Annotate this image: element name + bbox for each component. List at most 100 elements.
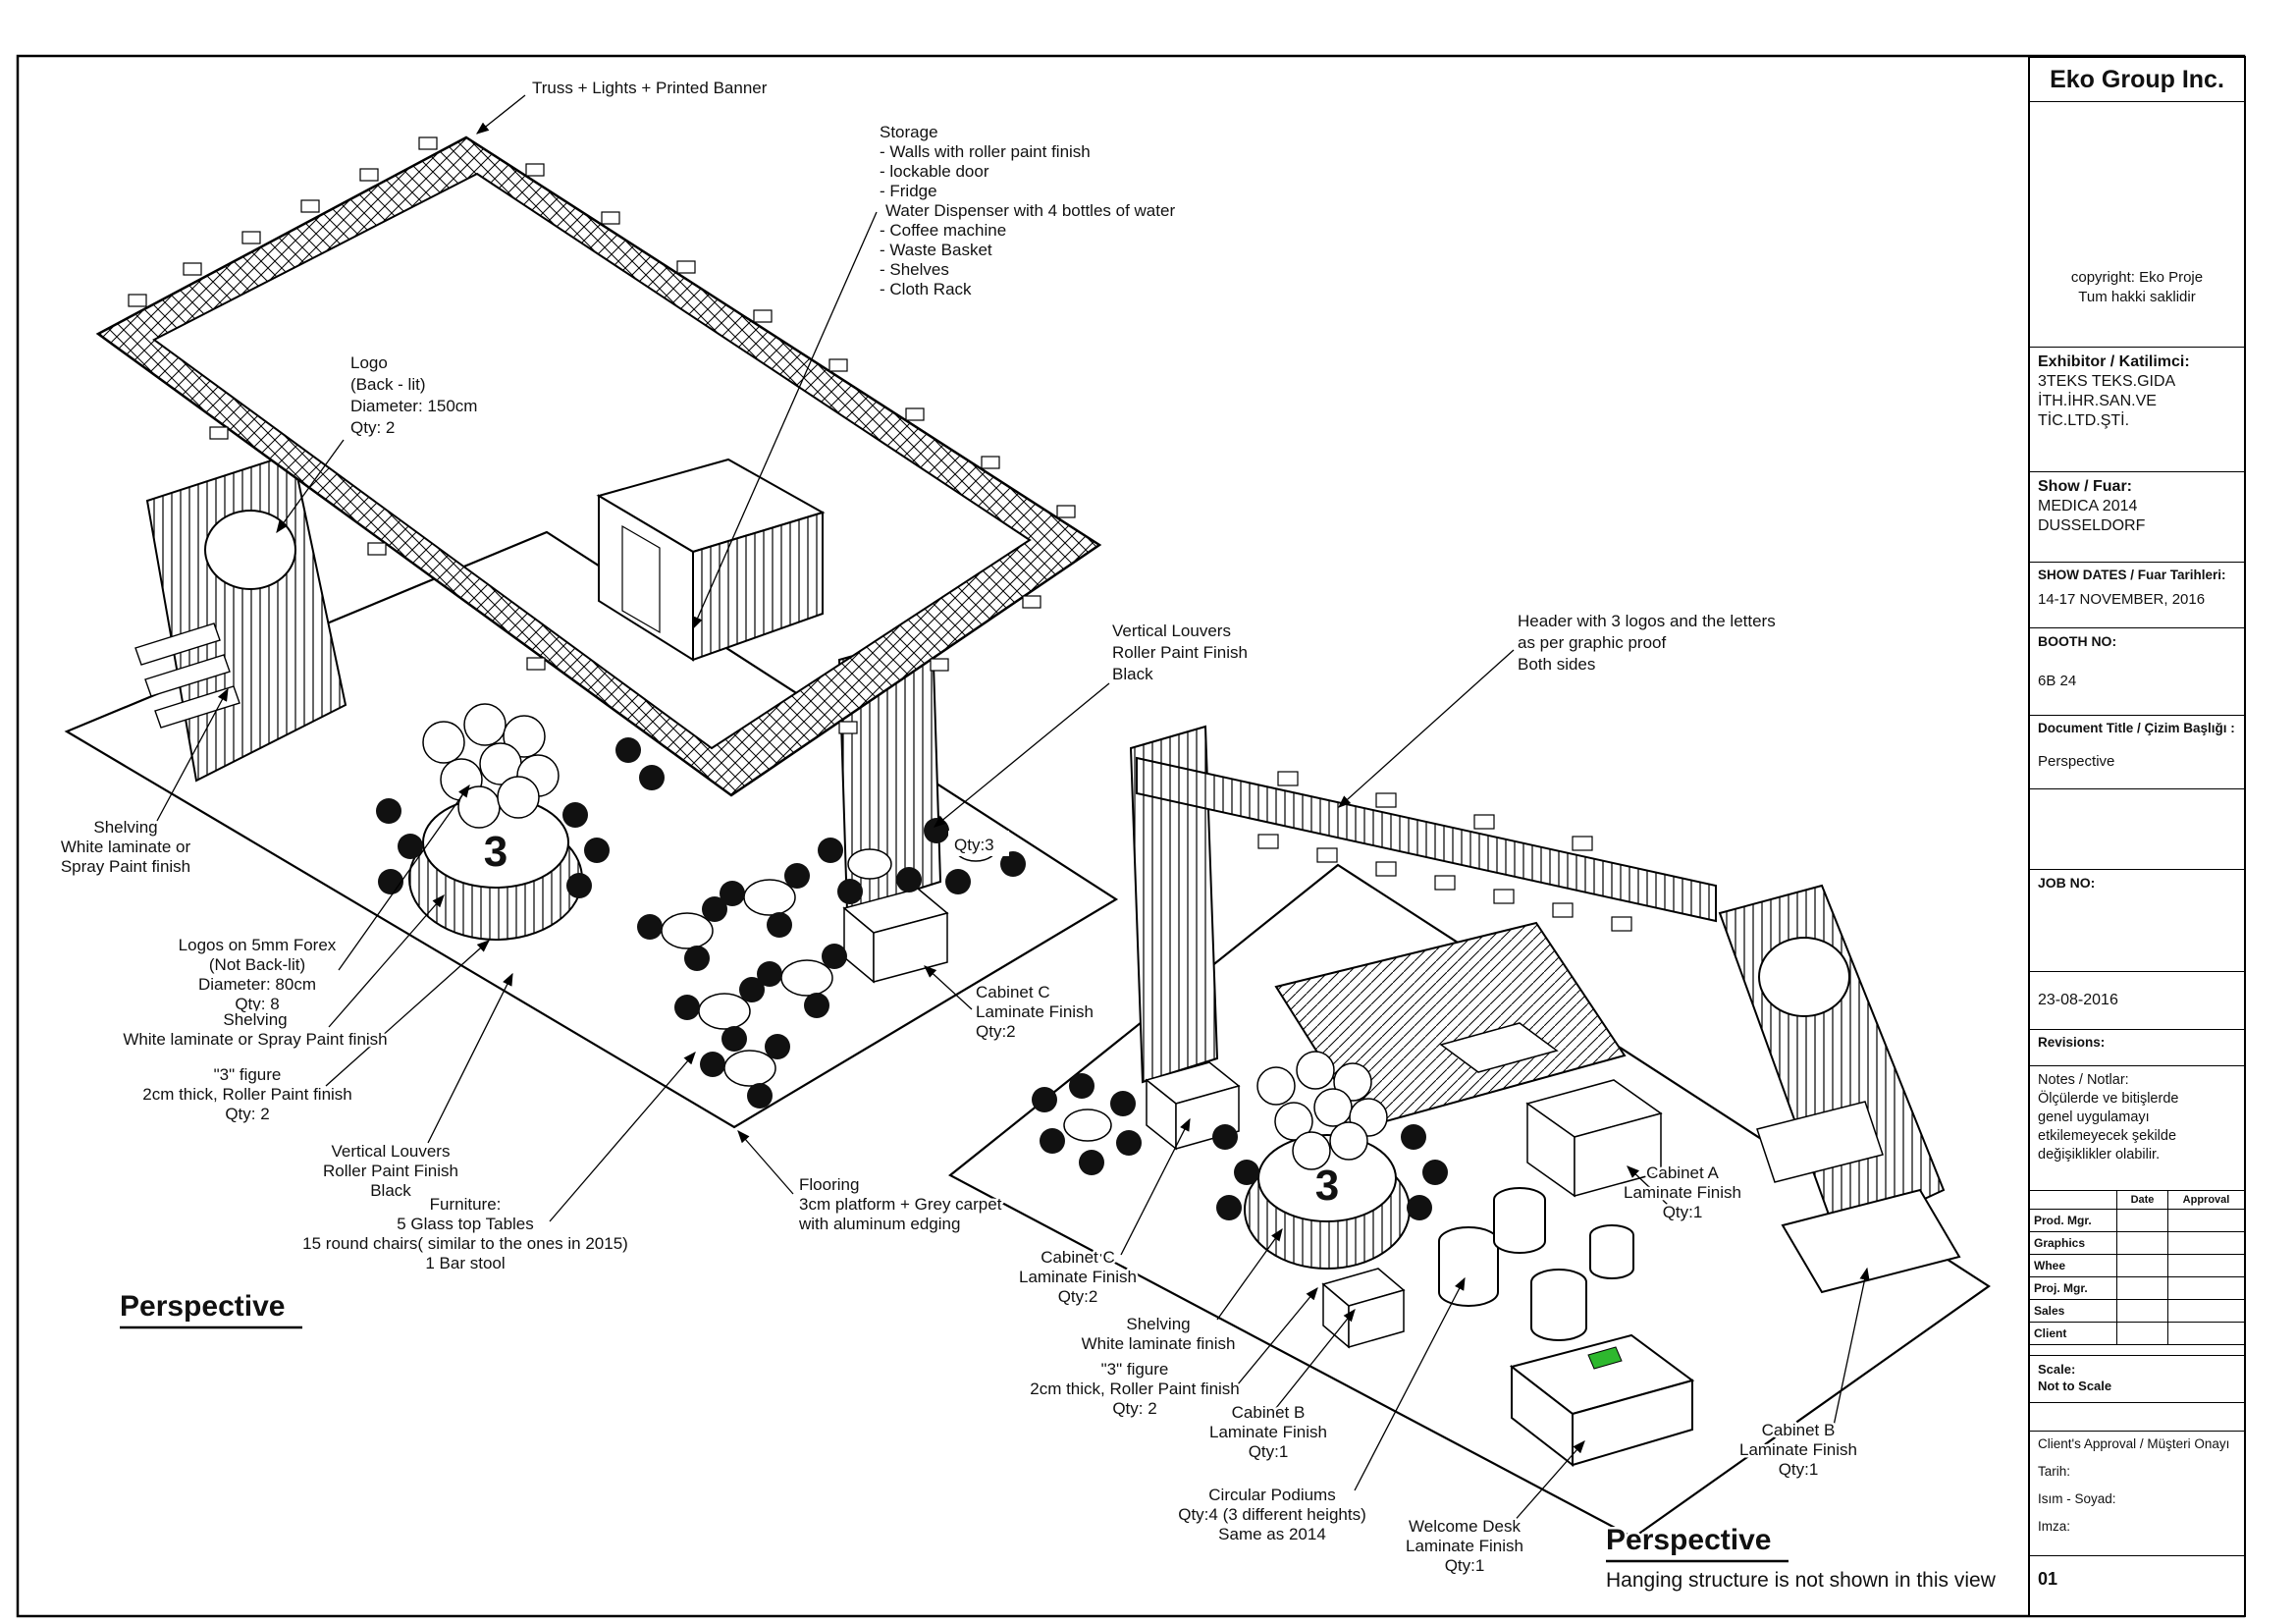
annotation-line: Flooring — [799, 1175, 859, 1194]
show-name: MEDICA 2014 — [2038, 498, 2138, 514]
annotation-line: Shelving — [1126, 1315, 1190, 1333]
approval-row-label: Prod. Mgr. — [2030, 1210, 2116, 1232]
annotation-line: Black — [1112, 665, 1153, 683]
notes-line: değişiklikler olabilir. — [2038, 1147, 2161, 1163]
exhibitor-name: 3TEKS TEKS.GIDA — [2038, 373, 2176, 390]
approval-cell — [2116, 1323, 2167, 1345]
annotation-line: Black — [370, 1181, 411, 1200]
approval-cell — [2167, 1300, 2244, 1323]
annotation-figure3-right: "3" figure 2cm thick, Roller Paint finis… — [1028, 1358, 1243, 1421]
annotation-line: with aluminum edging — [798, 1215, 960, 1233]
annotation-line: - Fridge — [880, 182, 937, 200]
annotation-line: 2cm thick, Roller Paint finish — [1030, 1380, 1240, 1398]
annotation-vertical-louvers-1: Vertical Louvers Roller Paint Finish Bla… — [1110, 620, 1251, 686]
annotation-line: 1 Bar stool — [425, 1254, 505, 1272]
annotation-line: Laminate Finish — [1739, 1440, 1857, 1459]
tb-show-dates-section: SHOW DATES / Fuar Tarihleri: 14-17 NOVEM… — [2030, 562, 2244, 627]
cabinet-c-2-box — [1145, 1061, 1241, 1151]
tb-scale-section: Scale: Not to Scale — [2030, 1355, 2244, 1402]
approval-cell — [2116, 1277, 2167, 1300]
annotation-line: Qty:2 — [976, 1022, 1016, 1041]
annotation-line: Diameter: 150cm — [350, 397, 477, 415]
annotation-line: (Back - lit) — [350, 375, 426, 394]
annotation-line: Qty:2 — [1058, 1287, 1098, 1306]
job-no-label: JOB NO: — [2038, 875, 2096, 891]
annotation-line: Logo — [350, 353, 388, 372]
cabinet-b-2-board — [1781, 1188, 1961, 1294]
tb-copyright-section: copyright: Eko Proje Tum hakki saklidir — [2030, 101, 2244, 347]
notes-line: Ölçülerde ve bitişlerde — [2038, 1091, 2179, 1107]
sheet-number: 01 — [2038, 1569, 2058, 1589]
approval-cell — [2116, 1300, 2167, 1323]
annotation-line: 15 round chairs( similar to the ones in … — [302, 1234, 628, 1253]
exhibitor-name: TİC.LTD.ŞTİ. — [2038, 412, 2130, 429]
annotation-line: Vertical Louvers — [332, 1142, 451, 1161]
cabinet-c-1-box — [842, 888, 949, 984]
tb-doc-title-section: Document Title / Çizim Başlığı : Perspec… — [2030, 715, 2244, 788]
approval-cell — [2167, 1232, 2244, 1255]
annotation-line: Shelving — [223, 1010, 287, 1029]
header-logo-plates — [1257, 771, 1632, 932]
tb-sheet-no-section: 01 — [2030, 1555, 2244, 1602]
annotation-line: Laminate Finish — [1209, 1423, 1327, 1441]
approval-row-label: Client — [2030, 1323, 2116, 1345]
annotation-line: Qty: 2 — [350, 418, 395, 437]
annotation-line: Qty:1 — [1663, 1203, 1703, 1221]
annotation-line: Qty: 2 — [225, 1105, 269, 1123]
approval-col-approval: Approval — [2167, 1191, 2244, 1210]
figure-3-right: 3 — [1315, 1162, 1339, 1210]
annotation-line: Diameter: 80cm — [198, 975, 316, 994]
annotation-line: Qty:4 (3 different heights) — [1178, 1505, 1366, 1524]
annotation-line: Roller Paint Finish — [1112, 643, 1248, 662]
heading-perspective-right: Perspective — [1604, 1522, 1789, 1563]
counter-top-right — [1257, 1134, 1397, 1222]
hanging-structure-note: Hanging structure is not shown in this v… — [1606, 1569, 1997, 1592]
annotation-cabinet-b-1: Cabinet B Laminate Finish Qty:1 — [1206, 1401, 1329, 1464]
truss-structure — [95, 135, 1102, 797]
tb-company-section: Eko Group Inc. — [2030, 58, 2244, 101]
annotation-line: 2cm thick, Roller Paint finish — [142, 1085, 352, 1104]
annotation-line: 5 Glass top Tables — [397, 1215, 534, 1233]
tb-empty-section-2 — [2030, 1402, 2244, 1431]
louver-tower-right-booth — [1129, 725, 1219, 1084]
annotation-circular-podiums: Circular Podiums Qty:4 (3 different heig… — [1176, 1484, 1369, 1546]
annotation-line: Laminate Finish — [976, 1002, 1094, 1021]
annotation-line: Vertical Louvers — [1112, 622, 1231, 640]
tb-empty-section — [2030, 788, 2244, 869]
annotation-truss: Truss + Lights + Printed Banner — [530, 77, 771, 100]
storage-room — [596, 458, 826, 662]
annotation-line: Both sides — [1518, 655, 1595, 674]
forex-logo-discs-left — [422, 703, 560, 829]
annotation-welcome-desk: Welcome Desk Laminate Finish Qty:1 — [1403, 1515, 1525, 1578]
tb-notes-section: Notes / Notlar: Ölçülerde ve bitişlerde … — [2030, 1065, 2244, 1190]
annotation-line: White laminate finish — [1082, 1334, 1236, 1353]
annotation-line: Qty:1 — [1249, 1442, 1289, 1461]
notes-line: etkilemeyecek şekilde — [2038, 1128, 2177, 1144]
annotation-line: (Not Back-lit) — [209, 955, 305, 974]
title-block: Eko Group Inc. copyright: Eko Proje Tum … — [2028, 56, 2246, 1617]
annotation-line: White laminate or Spray Paint finish — [123, 1030, 387, 1049]
heading-perspective-left: Perspective — [118, 1288, 302, 1329]
show-label: Show / Fuar: — [2038, 478, 2132, 495]
tb-date-section: 23-08-2016 — [2030, 971, 2244, 1029]
annotation-line: Qty:1 — [1445, 1556, 1485, 1575]
booth-no-label: BOOTH NO: — [2038, 633, 2117, 649]
annotation-vertical-louvers-2: Vertical Louvers Roller Paint Finish Bla… — [321, 1140, 461, 1203]
annotation-line: Cabinet A — [1646, 1163, 1719, 1182]
copyright-line: Tum hakki saklidir — [2078, 289, 2196, 305]
approval-cell — [2116, 1210, 2167, 1232]
approval-col-empty — [2030, 1191, 2116, 1210]
show-dates-value: 14-17 NOVEMBER, 2016 — [2038, 591, 2206, 608]
table-right — [1063, 1109, 1112, 1142]
approval-col-date: Date — [2116, 1191, 2167, 1210]
annotation-line: Qty: 2 — [1112, 1399, 1156, 1418]
annotation-line: Qty:1 — [1779, 1460, 1819, 1479]
annotation-shelving-3: Shelving White laminate finish — [1079, 1313, 1238, 1356]
chairs-right-counter — [1212, 1124, 1448, 1220]
storage-door — [621, 524, 661, 634]
annotation-line: - Cloth Rack — [880, 280, 972, 298]
approval-cell — [2167, 1255, 2244, 1277]
right-booth — [948, 725, 1991, 1540]
show-city: DUSSELDORF — [2038, 517, 2146, 534]
